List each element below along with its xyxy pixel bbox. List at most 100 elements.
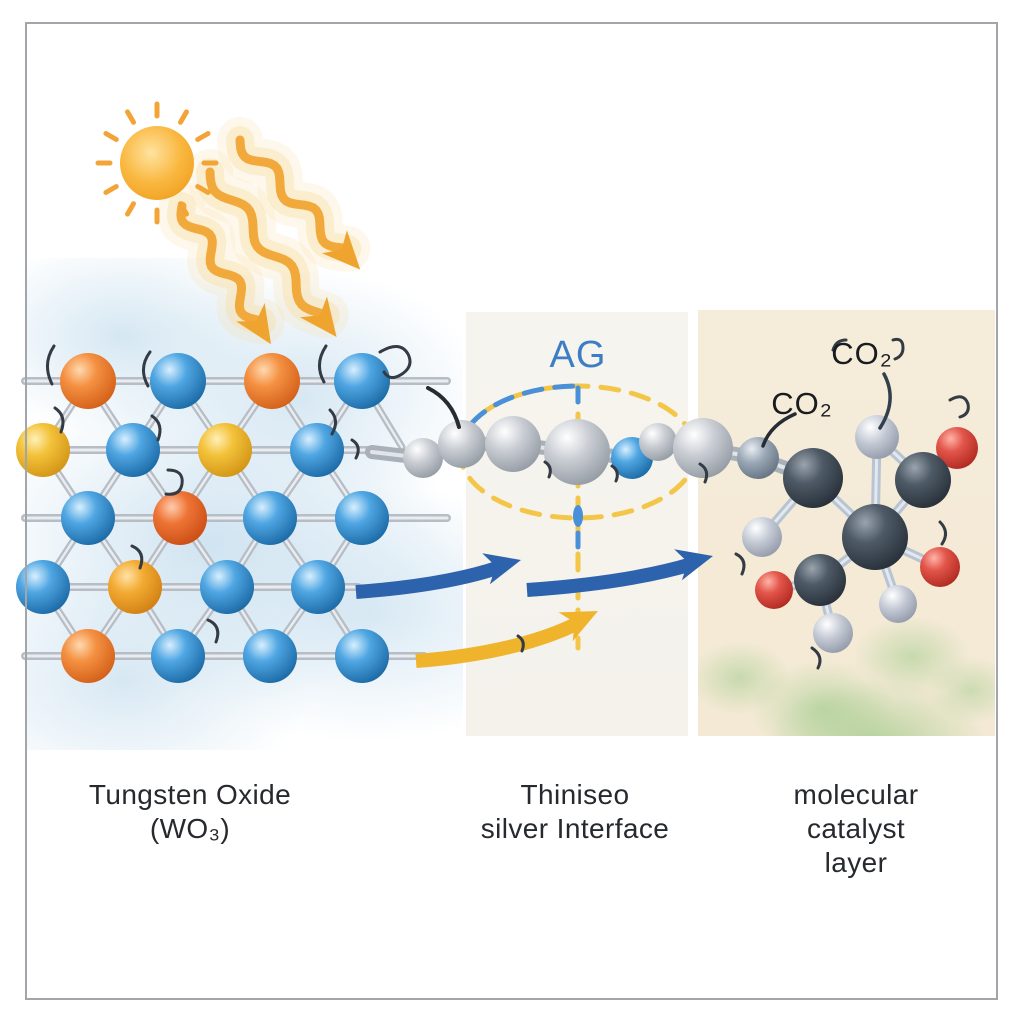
caption-line: Thiniseo [520,779,630,810]
atom-amber [108,560,162,614]
transfer-arrowhead-icon [674,549,713,581]
atom-blue [16,560,70,614]
squiggle [810,646,822,670]
atom-blue [61,491,115,545]
atom-dark [794,554,846,606]
squiggle [130,544,144,570]
co2-leader-line [878,372,892,430]
squiggle [698,462,709,484]
squiggle [350,438,360,460]
atom-blue [106,423,160,477]
sun-ray-tick [195,131,211,142]
junction-arc [426,386,461,429]
squiggle [46,344,56,386]
atom-silver [403,438,443,478]
caption-line: catalyst layer [806,813,906,878]
caption-line: Tungsten Oxide [88,779,292,810]
squiggle-spiral [378,345,412,379]
sun-ray-tick [195,184,211,195]
caption-catalyst-layer: molecular catalyst layer [772,778,940,880]
squiggle [516,634,525,653]
atom-red [936,427,978,469]
transfer-arrowhead-icon [482,553,521,585]
caption-tungsten-oxide: Tungsten Oxide (WO₃) [89,778,291,846]
atom-light [742,517,782,557]
beam-arrowhead-icon [322,230,361,270]
beam-wave [176,201,267,326]
sun-icon [95,101,219,225]
atom-dark [783,448,843,508]
squiggle [142,350,152,388]
squiggle [831,338,848,352]
atom-blue [334,353,390,409]
atom-orange [244,353,300,409]
catalyst-molecule [742,415,978,653]
squiggle [164,468,184,496]
squiggle [734,552,746,576]
atom-orange [60,353,116,409]
sun-ray-tick [178,201,189,217]
atom-yellow [16,423,70,477]
sun-ray-tick [125,201,136,217]
green-watercolor-wash [698,584,995,736]
atom-silver [639,423,677,461]
atom-dark [895,452,951,508]
beam-arrowhead-icon [300,296,337,337]
sun-ray-tick [103,131,119,142]
atom-blue [291,560,345,614]
atom-silver [438,420,486,468]
sun-ray-tick [178,109,189,125]
transfer-arrowhead-icon [558,611,598,642]
sun-ray-tick [103,184,119,195]
atom-blue [150,353,206,409]
atom-dark [842,504,908,570]
squiggle [150,414,162,442]
sunlight-beams [157,117,371,345]
atom-blue [243,629,297,683]
atom-silver [544,419,610,485]
atom-blue [335,491,389,545]
axis-teardrop-marker [573,505,583,527]
transfer-arrows [355,549,713,668]
squiggle [891,337,905,361]
squiggle [938,520,947,546]
atom-yellow [198,423,252,477]
transfer-arrow-shaft [415,616,582,668]
squiggle [53,406,65,434]
atom-blue [243,491,297,545]
caption-line: (WO₃) [149,813,231,844]
caption-silver-interface: Thiniseo silver Interface [481,778,669,846]
atom-silver [673,418,733,478]
squiggle-marks [46,337,970,670]
squiggle [543,460,552,479]
atom-blue [290,423,344,477]
beam-wave [235,135,352,254]
atom-light [855,415,899,459]
atom-light [813,613,853,653]
squiggle [610,464,619,483]
atom-light [879,585,917,623]
ag-label: AG [549,334,607,376]
tungsten-oxide-lattice [16,353,451,683]
atom-red [920,547,960,587]
atom-steel [737,437,779,479]
atom-red [755,571,793,609]
squiggle [318,344,328,384]
squiggle [948,395,970,419]
atom-blue [151,629,205,683]
atom-orangered [153,491,207,545]
co2-leader-line [761,412,797,448]
silver-atom-chain [365,416,820,485]
atom-blue [200,560,254,614]
sun-disc [120,126,194,200]
atom-orange [61,629,115,683]
caption-line: molecular [793,779,919,810]
caption-line: silver Interface [480,813,670,844]
transfer-arrow-shaft [526,557,694,597]
transfer-arrow-shaft [355,560,503,599]
co2-label-lower: CO₂ [771,386,833,421]
squiggle [328,408,337,436]
sun-ray-tick [125,109,136,125]
